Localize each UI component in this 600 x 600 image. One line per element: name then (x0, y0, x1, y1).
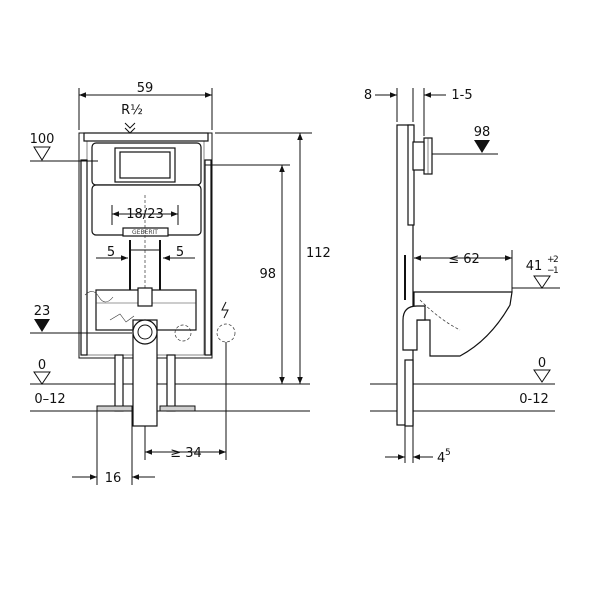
right-foot-plate (159, 405, 196, 412)
hose-mark (109, 313, 135, 323)
dim-8-label: 8 (364, 88, 372, 103)
hose-left (84, 291, 114, 303)
flush-opening (119, 151, 171, 179)
wc-bowl (413, 291, 513, 357)
tol-minus: − (547, 266, 555, 276)
level-98-label: 98 (474, 125, 491, 140)
dim-59-label: 59 (137, 81, 154, 96)
front-view: GEBERIT 59 R½ (30, 81, 331, 486)
side-drain (402, 305, 426, 351)
level-23-marker (34, 319, 50, 332)
dim-5-right-label: 5 (176, 245, 184, 260)
side-level-0-label: 0 (538, 356, 546, 371)
floor-range-label: 0–12 (34, 392, 65, 407)
tol-2: 2 (553, 255, 559, 265)
dim-112-label: 112 (306, 246, 331, 261)
level-0-marker (33, 371, 51, 385)
dim-1-5-label: 1-5 (451, 88, 472, 103)
dim-34-label: ≥ 34 (170, 446, 202, 461)
dim-18-23-label: 18/23 (126, 207, 163, 222)
right-foot (166, 354, 176, 412)
plate-mount (412, 141, 425, 171)
electrical-box (216, 323, 236, 343)
dim-5-left-label: 5 (107, 245, 115, 260)
drain-outlet (132, 319, 158, 345)
side-level-0-marker (533, 369, 551, 383)
level-23-label: 23 (34, 304, 51, 319)
tol-1: 1 (553, 266, 559, 276)
dim-4-sup: 5 (445, 448, 451, 458)
tol-plus: + (547, 255, 555, 265)
left-side-bar (80, 159, 88, 356)
side-foot (404, 359, 414, 427)
level-100-marker (33, 146, 51, 161)
connection-label: R½ (121, 103, 143, 118)
aux-connection (174, 324, 192, 342)
level-98-marker (474, 140, 490, 153)
right-side-bar (204, 159, 212, 356)
dim-98-label: 98 (259, 267, 276, 282)
brand-label (122, 227, 169, 237)
cistern-profile (407, 124, 415, 226)
drain-outlet-inner (137, 324, 153, 340)
top-rail (83, 132, 209, 142)
level-41-label: 41 (526, 259, 543, 274)
supply-connector (137, 287, 153, 307)
dim-62-label: ≤ 62 (448, 252, 480, 267)
left-foot-plate (96, 405, 133, 412)
side-view: 8 1-5 98 ≤ 62 41 + 2 − 1 0 0-12 4 5 (364, 88, 560, 466)
side-floor-range-label: 0-12 (519, 392, 549, 407)
dim-4-label: 4 (437, 451, 445, 466)
level-0-label: 0 (38, 358, 46, 373)
level-41-marker (533, 275, 551, 289)
dim-16-label: 16 (105, 471, 122, 486)
water-inlet-icon (124, 122, 136, 134)
level-100-label: 100 (30, 132, 55, 147)
wc-bowl-inner (419, 299, 461, 331)
electric-icon (221, 301, 229, 319)
left-foot (114, 354, 124, 412)
